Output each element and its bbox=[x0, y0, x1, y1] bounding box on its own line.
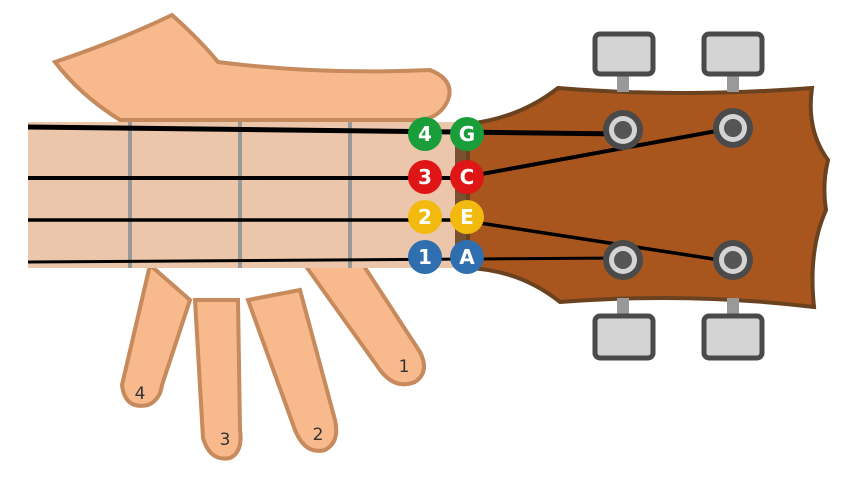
finger-number-1: 1 bbox=[399, 357, 410, 377]
finger-badge-1-text: 1 bbox=[418, 245, 432, 269]
note-badge-a bbox=[450, 240, 484, 274]
finger-2 bbox=[245, 287, 339, 453]
note-badge-c-text: C bbox=[460, 165, 475, 189]
note-badge-e-text: E bbox=[460, 205, 474, 229]
string-g bbox=[27, 124, 624, 137]
strings bbox=[27, 124, 734, 264]
tuner-button-e bbox=[701, 313, 765, 361]
string-e-head bbox=[459, 218, 734, 264]
frets bbox=[128, 122, 352, 268]
hand-fingers bbox=[119, 257, 426, 461]
string-c-head bbox=[459, 126, 734, 180]
hand-palm bbox=[51, 12, 452, 122]
finger-badge-3-text: 3 bbox=[418, 165, 432, 189]
finger-number-3: 3 bbox=[220, 430, 231, 450]
peg-a bbox=[603, 240, 643, 280]
note-badge-e bbox=[450, 200, 484, 234]
note-badge-c bbox=[450, 160, 484, 194]
peg-g bbox=[603, 110, 643, 150]
note-badge-a-text: A bbox=[459, 245, 475, 269]
finger-badge-2-text: 2 bbox=[418, 205, 432, 229]
finger-number-4: 4 bbox=[135, 384, 146, 404]
tuner-buttons bbox=[592, 31, 765, 361]
finger-badge-4 bbox=[408, 117, 442, 151]
tuner-button-a bbox=[592, 313, 656, 361]
peg-e bbox=[713, 240, 753, 280]
string-a bbox=[27, 256, 624, 264]
finger-1 bbox=[301, 257, 426, 387]
finger-4 bbox=[119, 261, 193, 408]
fretboard bbox=[28, 122, 468, 268]
peg-c bbox=[713, 108, 753, 148]
tuner-button-g bbox=[592, 31, 656, 77]
string-labels: 4 G 3 C 2 E 1 A bbox=[408, 117, 484, 274]
finger-number-2: 2 bbox=[313, 425, 324, 445]
finger-badge-1 bbox=[408, 240, 442, 274]
note-badge-g-text: G bbox=[459, 122, 475, 146]
headstock bbox=[466, 85, 831, 310]
tuner-button-c bbox=[701, 31, 765, 77]
note-badge-g bbox=[450, 117, 484, 151]
tuning-pegs bbox=[603, 108, 753, 280]
finger-3 bbox=[192, 298, 243, 461]
finger-badge-3 bbox=[408, 160, 442, 194]
finger-badge-4-text: 4 bbox=[418, 122, 432, 146]
finger-badge-2 bbox=[408, 200, 442, 234]
